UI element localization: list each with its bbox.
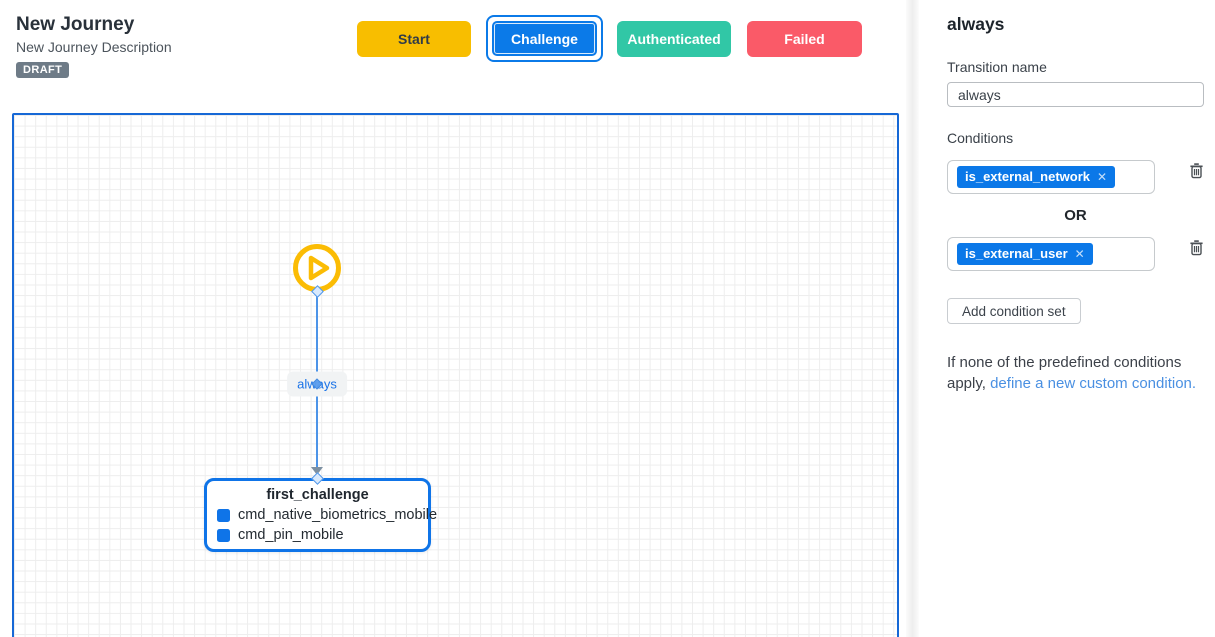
status-badge: DRAFT (16, 62, 70, 78)
condition-chip[interactable]: is_external_network ✕ (957, 166, 1116, 188)
start-button[interactable]: Start (357, 21, 471, 57)
failed-button[interactable]: Failed (747, 21, 862, 57)
condition-chip-label: is_external_user (965, 246, 1068, 261)
condition-set-input[interactable]: is_external_network ✕ (947, 160, 1155, 194)
challenge-node-title: first_challenge (266, 487, 369, 503)
or-separator: OR (1064, 207, 1087, 224)
journey-canvas[interactable]: always first_challenge cmd_native_biomet… (12, 113, 899, 637)
play-icon (293, 244, 341, 292)
challenge-node[interactable]: first_challenge cmd_native_biometrics_mo… (204, 478, 437, 552)
command-label: cmd_pin_mobile (238, 527, 344, 543)
custom-condition-hint: If none of the predefined conditions app… (947, 352, 1197, 394)
transition-properties-panel: always Transition name Conditions is_ext… (920, 0, 1215, 637)
remove-chip-icon[interactable]: ✕ (1074, 246, 1085, 261)
start-node[interactable] (289, 240, 345, 296)
condition-set-row: is_external_network ✕ (947, 160, 1204, 194)
command-icon (217, 528, 230, 542)
challenge-button[interactable]: Challenge (492, 21, 597, 56)
condition-chip[interactable]: is_external_user ✕ (957, 243, 1093, 265)
delete-condition-set-button[interactable] (1189, 162, 1204, 182)
transition-name-input[interactable] (947, 82, 1204, 107)
trash-icon (1190, 163, 1203, 179)
edge-arrowhead-icon (311, 467, 323, 475)
conditions-label: Conditions (947, 130, 1014, 146)
delete-condition-set-button[interactable] (1189, 239, 1204, 259)
condition-chip-label: is_external_network (965, 169, 1091, 184)
page-description: New Journey Description (16, 39, 172, 55)
challenge-button-selection-ring: Challenge (486, 15, 603, 62)
command-icon (217, 508, 230, 522)
condition-set-input[interactable]: is_external_user ✕ (947, 237, 1155, 271)
command-row: cmd_pin_mobile (217, 527, 428, 543)
panel-divider (906, 0, 919, 637)
add-condition-set-button[interactable]: Add condition set (947, 298, 1081, 324)
command-row: cmd_native_biometrics_mobile (217, 507, 437, 523)
condition-set-row: is_external_user ✕ (947, 237, 1204, 271)
custom-condition-text: If none of the predefined conditions app… (947, 354, 1182, 392)
define-custom-condition-link[interactable]: define a new custom condition. (990, 375, 1197, 392)
trash-icon (1190, 240, 1203, 256)
panel-title: always (947, 14, 1005, 34)
authenticated-button[interactable]: Authenticated (617, 21, 731, 57)
page-title: New Journey (16, 14, 135, 35)
remove-chip-icon[interactable]: ✕ (1097, 169, 1108, 184)
command-label: cmd_native_biometrics_mobile (238, 507, 438, 523)
transition-name-label: Transition name (947, 59, 1047, 75)
